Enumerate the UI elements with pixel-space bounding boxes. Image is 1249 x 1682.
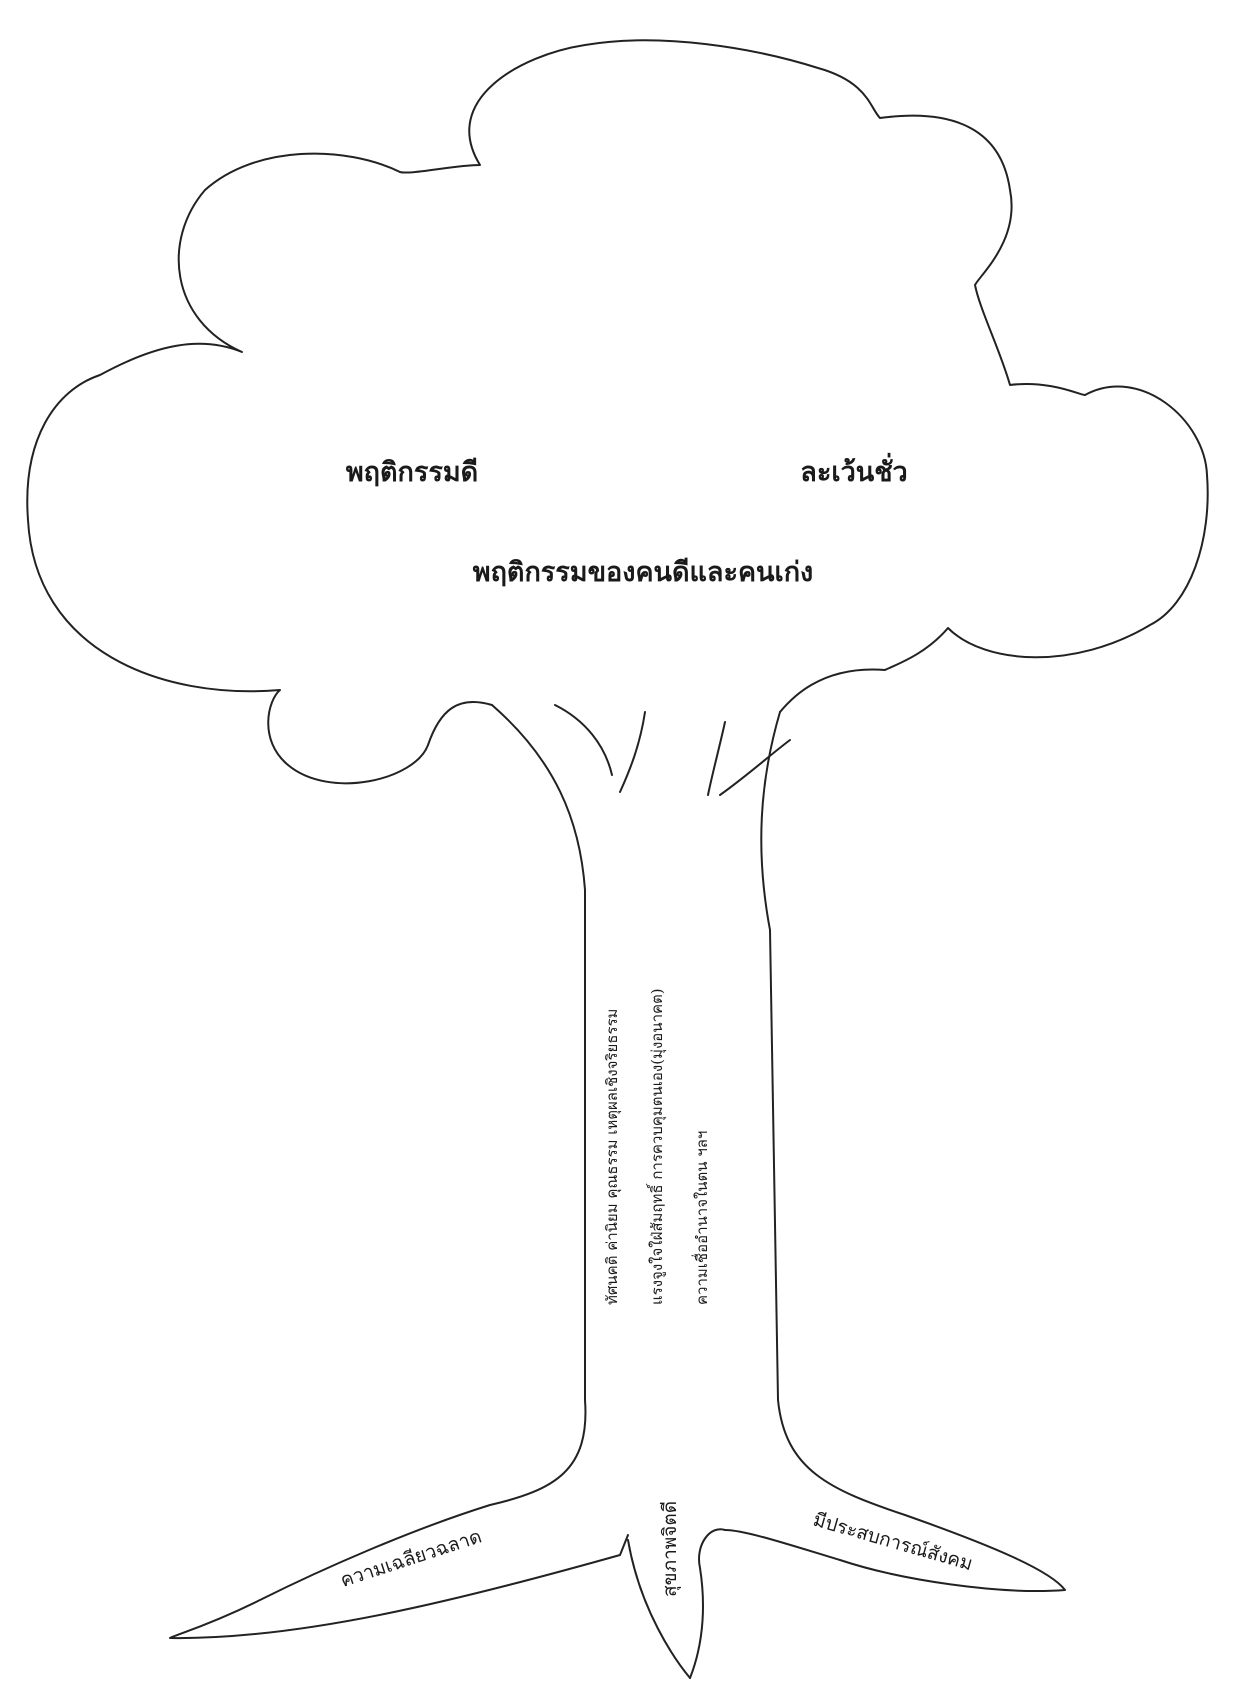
canopy-label-center: พฤติกรรมของคนดีและคนเก่ง — [473, 557, 813, 588]
root-center-right — [689, 1528, 726, 1679]
canopy-label-avoid-evil: ละเว้นชั่ว — [800, 452, 907, 488]
branch-mark-inner-right — [707, 721, 726, 796]
trunk-left-edge — [169, 704, 629, 1640]
root-label-social-experience: มีประสบการณ์สังคม — [811, 1509, 975, 1576]
branch-mark-right — [719, 739, 791, 796]
canopy-label-good-behavior: พฤติกรรมดี — [346, 457, 478, 488]
trunk-line-2: แรงจูงใจใฝ่สัมฤทธิ์ การควบคุมตนเอง(มุ่งอ… — [646, 988, 667, 1305]
trunk-line-3: ความเชื่ออำนาจในตน ฯลฯ — [691, 1131, 711, 1305]
canopy-outline — [26, 39, 1209, 785]
root-label-mental-health: สุขภาพจิตดี — [659, 1501, 682, 1597]
branch-mark-left — [554, 704, 613, 776]
root-label-intelligence: ความเฉลียวฉลาด — [338, 1525, 485, 1591]
root-center-left — [627, 1539, 691, 1679]
branch-mark-inner-left — [619, 711, 646, 793]
trunk-right-edge — [724, 711, 1066, 1592]
trunk-line-1: ทัศนคติ ค่านิยม คุณธรรม เหตุผลเชิงจริยธร… — [603, 1009, 622, 1305]
